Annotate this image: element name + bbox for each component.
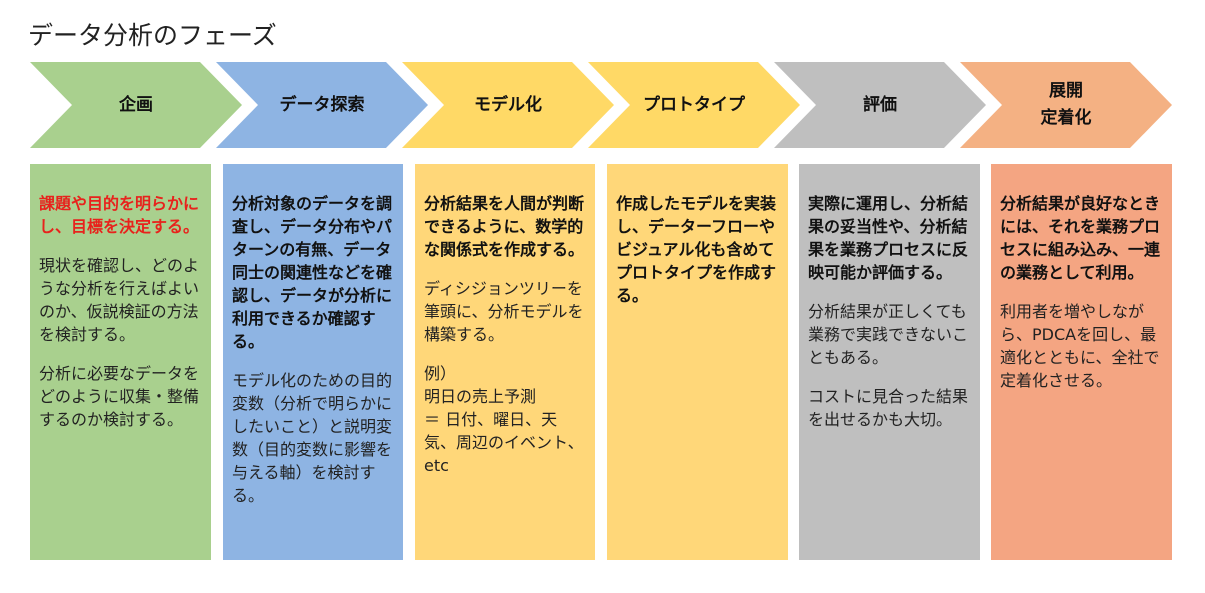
phase-box-2: 分析対象のデータを調査し、データ分布やパターンの有無、データ同士の関連性などを確…: [223, 164, 403, 560]
phase-arrow-row: 企画 データ探索 モデル化 プロトタイプ 評価 展開 定着化: [0, 0, 1205, 160]
phase-arrow-2-shape: [216, 62, 428, 148]
phase-arrow-1-label: 企画: [119, 94, 153, 115]
phase-arrow-3-label: モデル化: [474, 94, 542, 115]
phase-arrow-1: 企画: [30, 62, 242, 148]
phase-arrow-5-label: 評価: [863, 94, 897, 115]
phase-box-5-para-2: 分析結果が正しくても業務で実践できないこともある。: [808, 302, 969, 367]
phase-box-1-para-1: 課題や目的を明らかにし、目標を決定する。: [39, 194, 200, 236]
phase-arrow-3-shape: [402, 62, 614, 148]
phase-arrow-5-fill: [774, 62, 986, 148]
phase-arrow-4: プロトタイプ: [588, 62, 800, 148]
phase-arrow-3-fill: [402, 62, 614, 148]
phase-arrow-5-shape: [774, 62, 986, 148]
phase-arrow-2: データ探索: [216, 62, 428, 148]
phase-box-5: 実際に運用し、分析結果の妥当性や、分析結果を業務プロセスに反映可能か評価する。 …: [799, 164, 980, 560]
phase-box-6: 分析結果が良好なときには、それを業務プロセスに組み込み、一連の業務として利用。 …: [991, 164, 1172, 560]
phase-arrow-6-label: 展開 定着化: [1040, 81, 1092, 128]
phase-arrow-1-fill: [30, 62, 242, 148]
phase-box-3: 分析結果を人間が判断できるように、数学的な関係式を作成する。 ディシジョンツリー…: [415, 164, 595, 560]
phase-arrow-6-shape: [960, 62, 1172, 148]
phase-box-3-para-3: 例） 明日の売上予測 ＝ 日付、曜日、天気、周辺のイベント、etc: [424, 364, 584, 475]
phase-arrow-1-shape: [30, 62, 242, 148]
phase-box-6-para-1: 分析結果が良好なときには、それを業務プロセスに組み込み、一連の業務として利用。: [1000, 194, 1161, 282]
phase-arrow-4-shape: [588, 62, 800, 148]
diagram-title: データ分析のフェーズ: [28, 21, 277, 50]
phase-arrow-2-fill: [216, 62, 428, 148]
phase-arrow-6-fill: [960, 62, 1172, 148]
phase-arrow-4-fill: [588, 62, 800, 148]
phase-arrow-3: モデル化: [402, 62, 614, 148]
phase-box-3-para-2: ディシジョンツリーを筆頭に、分析モデルを構築する。: [424, 279, 584, 344]
phase-box-1-para-2: 現状を確認し、どのような分析を行えばよいのか、仮説検証の方法を検討する。: [39, 256, 200, 344]
phase-arrow-5: 評価: [774, 62, 986, 148]
phase-box-4: 作成したモデルを実装し、データーフローやビジュアル化も含めてプロトタイプを作成す…: [607, 164, 788, 560]
phase-box-4-para-1: 作成したモデルを実装し、データーフローやビジュアル化も含めてプロトタイプを作成す…: [616, 194, 777, 305]
phase-box-6-para-2: 利用者を増やしながら、PDCAを回し、最適化とともに、全社で定着化させる。: [1000, 302, 1160, 390]
phase-box-1: 課題や目的を明らかにし、目標を決定する。 現状を確認し、どのような分析を行えばよ…: [30, 164, 211, 560]
phase-box-1-para-3: 分析に必要なデータをどのように収集・整備するのか検討する。: [39, 364, 200, 429]
phase-box-5-para-3: コストに見合った結果を出せるかも大切。: [808, 387, 969, 429]
phase-arrow-6: 展開 定着化: [960, 62, 1172, 148]
phase-box-3-para-1: 分析結果を人間が判断できるように、数学的な関係式を作成する。: [424, 194, 585, 259]
phase-arrow-2-label: データ探索: [279, 94, 365, 115]
phase-box-2-para-2: モデル化のための目的変数（分析で明らかにしたいこと）と説明変数（目的変数に影響を…: [232, 371, 393, 505]
phase-arrow-4-label: プロトタイプ: [643, 94, 745, 115]
phase-box-2-para-1: 分析対象のデータを調査し、データ分布やパターンの有無、データ同士の関連性などを確…: [232, 194, 393, 351]
phase-box-5-para-1: 実際に運用し、分析結果の妥当性や、分析結果を業務プロセスに反映可能か評価する。: [808, 194, 969, 282]
